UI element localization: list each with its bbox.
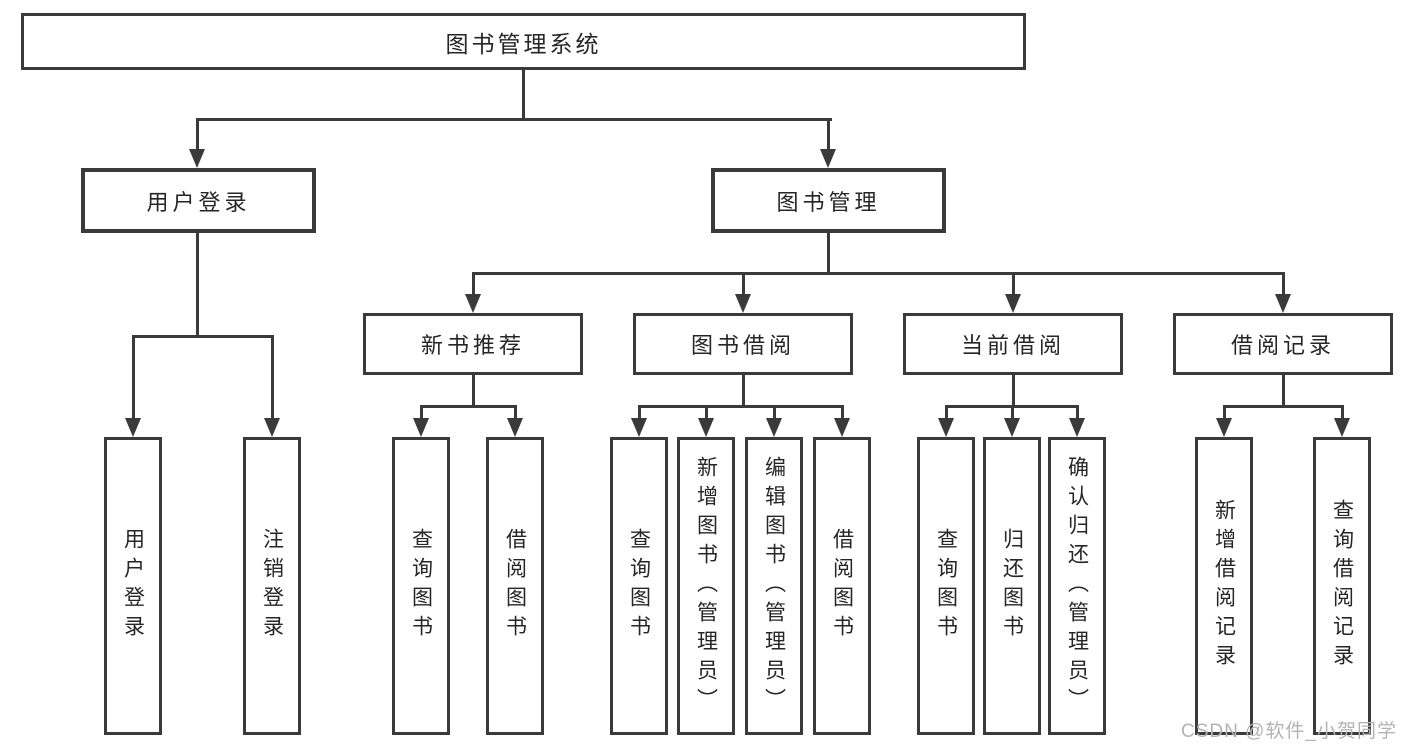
connector-to-leaf [1011,405,1014,421]
node-leaf-query-books-1: 查询图书 [392,437,450,735]
node-leaf-borrow-books-1: 借阅图书 [486,437,544,735]
node-book-management-branch: 图书管理 [711,168,946,233]
node-leaf-confirm-return-admin: 确认归还（管理员） [1048,437,1106,735]
connector-to-leaf [1341,405,1344,421]
connector-to-user-login [196,118,199,151]
node-leaf-query-books-2-label: 查询图书 [627,528,651,644]
node-user-login-branch: 用户登录 [81,168,316,233]
connector-to-leaf [420,405,423,421]
connector-to-leaf [773,405,776,421]
node-leaf-query-books-3-label: 查询图书 [934,528,958,644]
connector-to-leaf-logout [271,335,274,419]
node-leaf-add-book-admin-label: 新增图书（管理员） [694,455,718,717]
connector-to-leaf [945,405,948,421]
node-leaf-query-books-1-label: 查询图书 [409,528,433,644]
arrow-down-icon [413,418,429,437]
node-leaf-borrow-books-2: 借阅图书 [813,437,871,735]
arrow-down-icon [125,418,141,437]
csdn-watermark: CSDN @软件_小贺同学 [1181,716,1397,743]
node-borrowing-records: 借阅记录 [1173,313,1393,375]
node-borrowing-records-label: 借阅记录 [1230,333,1335,358]
node-leaf-add-borrow-record-label: 新增借阅记录 [1212,499,1236,673]
connector-to-leaf [514,405,517,421]
connector-to-new-book-recommendation [472,272,475,296]
connector-user-login-stub [196,233,199,335]
connector-to-book-management [827,118,830,151]
arrow-down-icon [938,418,954,437]
connector-to-leaf [705,405,708,421]
connector-group1-stub [472,375,475,405]
node-leaf-edit-book-admin-label: 编辑图书（管理员） [762,455,786,717]
connector-to-current-borrowing [1012,272,1015,296]
arrow-down-icon [264,418,280,437]
node-leaf-query-borrow-record: 查询借阅记录 [1313,437,1371,735]
connector-to-book-borrowing [742,272,745,296]
node-leaf-query-books-2: 查询图书 [610,437,668,735]
node-current-borrowing: 当前借阅 [903,313,1123,375]
node-book-borrowing: 图书借阅 [633,313,853,375]
arrow-down-icon [507,418,523,437]
node-new-book-recommendation: 新书推荐 [363,313,583,375]
arrow-down-icon [465,294,481,313]
connector-to-leaf [1223,405,1226,421]
node-root-system: 图书管理系统 [21,13,1026,70]
arrow-down-icon [189,149,205,168]
node-leaf-logout-label: 注销登录 [260,528,284,644]
arrow-down-icon [631,418,647,437]
node-leaf-user-login: 用户登录 [104,437,162,735]
arrow-down-icon [1005,294,1021,313]
connector-to-leaf [638,405,641,421]
arrow-down-icon [1275,294,1291,313]
node-book-management-branch-label: 图书管理 [776,189,881,215]
node-leaf-return-book: 归还图书 [983,437,1041,735]
connector-to-leaf-user-login [132,335,135,419]
arrow-down-icon [735,294,751,313]
node-leaf-return-book-label: 归还图书 [1000,528,1024,644]
node-leaf-borrow-books-1-label: 借阅图书 [503,528,527,644]
node-leaf-add-book-admin: 新增图书（管理员） [677,437,735,735]
connector-book-management-stub [827,233,830,272]
connector-root-stub [522,70,525,118]
connector-root-split [196,118,832,121]
arrow-down-icon [1216,418,1232,437]
node-leaf-query-borrow-record-label: 查询借阅记录 [1330,499,1354,673]
arrow-down-icon [766,418,782,437]
node-current-borrowing-label: 当前借阅 [960,333,1065,358]
connector-group4-split [1223,405,1344,408]
arrow-down-icon [834,418,850,437]
connector-group4-stub [1282,375,1285,405]
connector-book-management-split [472,272,1285,275]
connector-group3-stub [1012,375,1015,405]
connector-to-borrowing-records [1282,272,1285,296]
node-leaf-confirm-return-admin-label: 确认归还（管理员） [1065,455,1089,717]
arrow-down-icon [1004,418,1020,437]
arrow-down-icon [698,418,714,437]
node-user-login-branch-label: 用户登录 [146,189,251,215]
node-leaf-edit-book-admin: 编辑图书（管理员） [745,437,803,735]
csdn-watermark-text: CSDN @软件_小贺同学 [1181,721,1397,742]
arrow-down-icon [1069,418,1085,437]
connector-group2-split [638,405,844,408]
node-leaf-logout: 注销登录 [243,437,301,735]
arrow-down-icon [1334,418,1350,437]
connector-to-leaf [1076,405,1079,421]
connector-group1-split [420,405,517,408]
connector-user-login-split [132,335,274,338]
node-leaf-user-login-label: 用户登录 [121,528,145,644]
connector-group2-stub [742,375,745,405]
node-new-book-recommendation-label: 新书推荐 [420,333,525,358]
node-root-system-label: 图书管理系统 [445,30,602,57]
node-leaf-query-books-3: 查询图书 [917,437,975,735]
node-leaf-borrow-books-2-label: 借阅图书 [830,528,854,644]
arrow-down-icon [820,149,836,168]
node-book-borrowing-label: 图书借阅 [690,333,795,358]
node-leaf-add-borrow-record: 新增借阅记录 [1195,437,1253,735]
connector-to-leaf [841,405,844,421]
